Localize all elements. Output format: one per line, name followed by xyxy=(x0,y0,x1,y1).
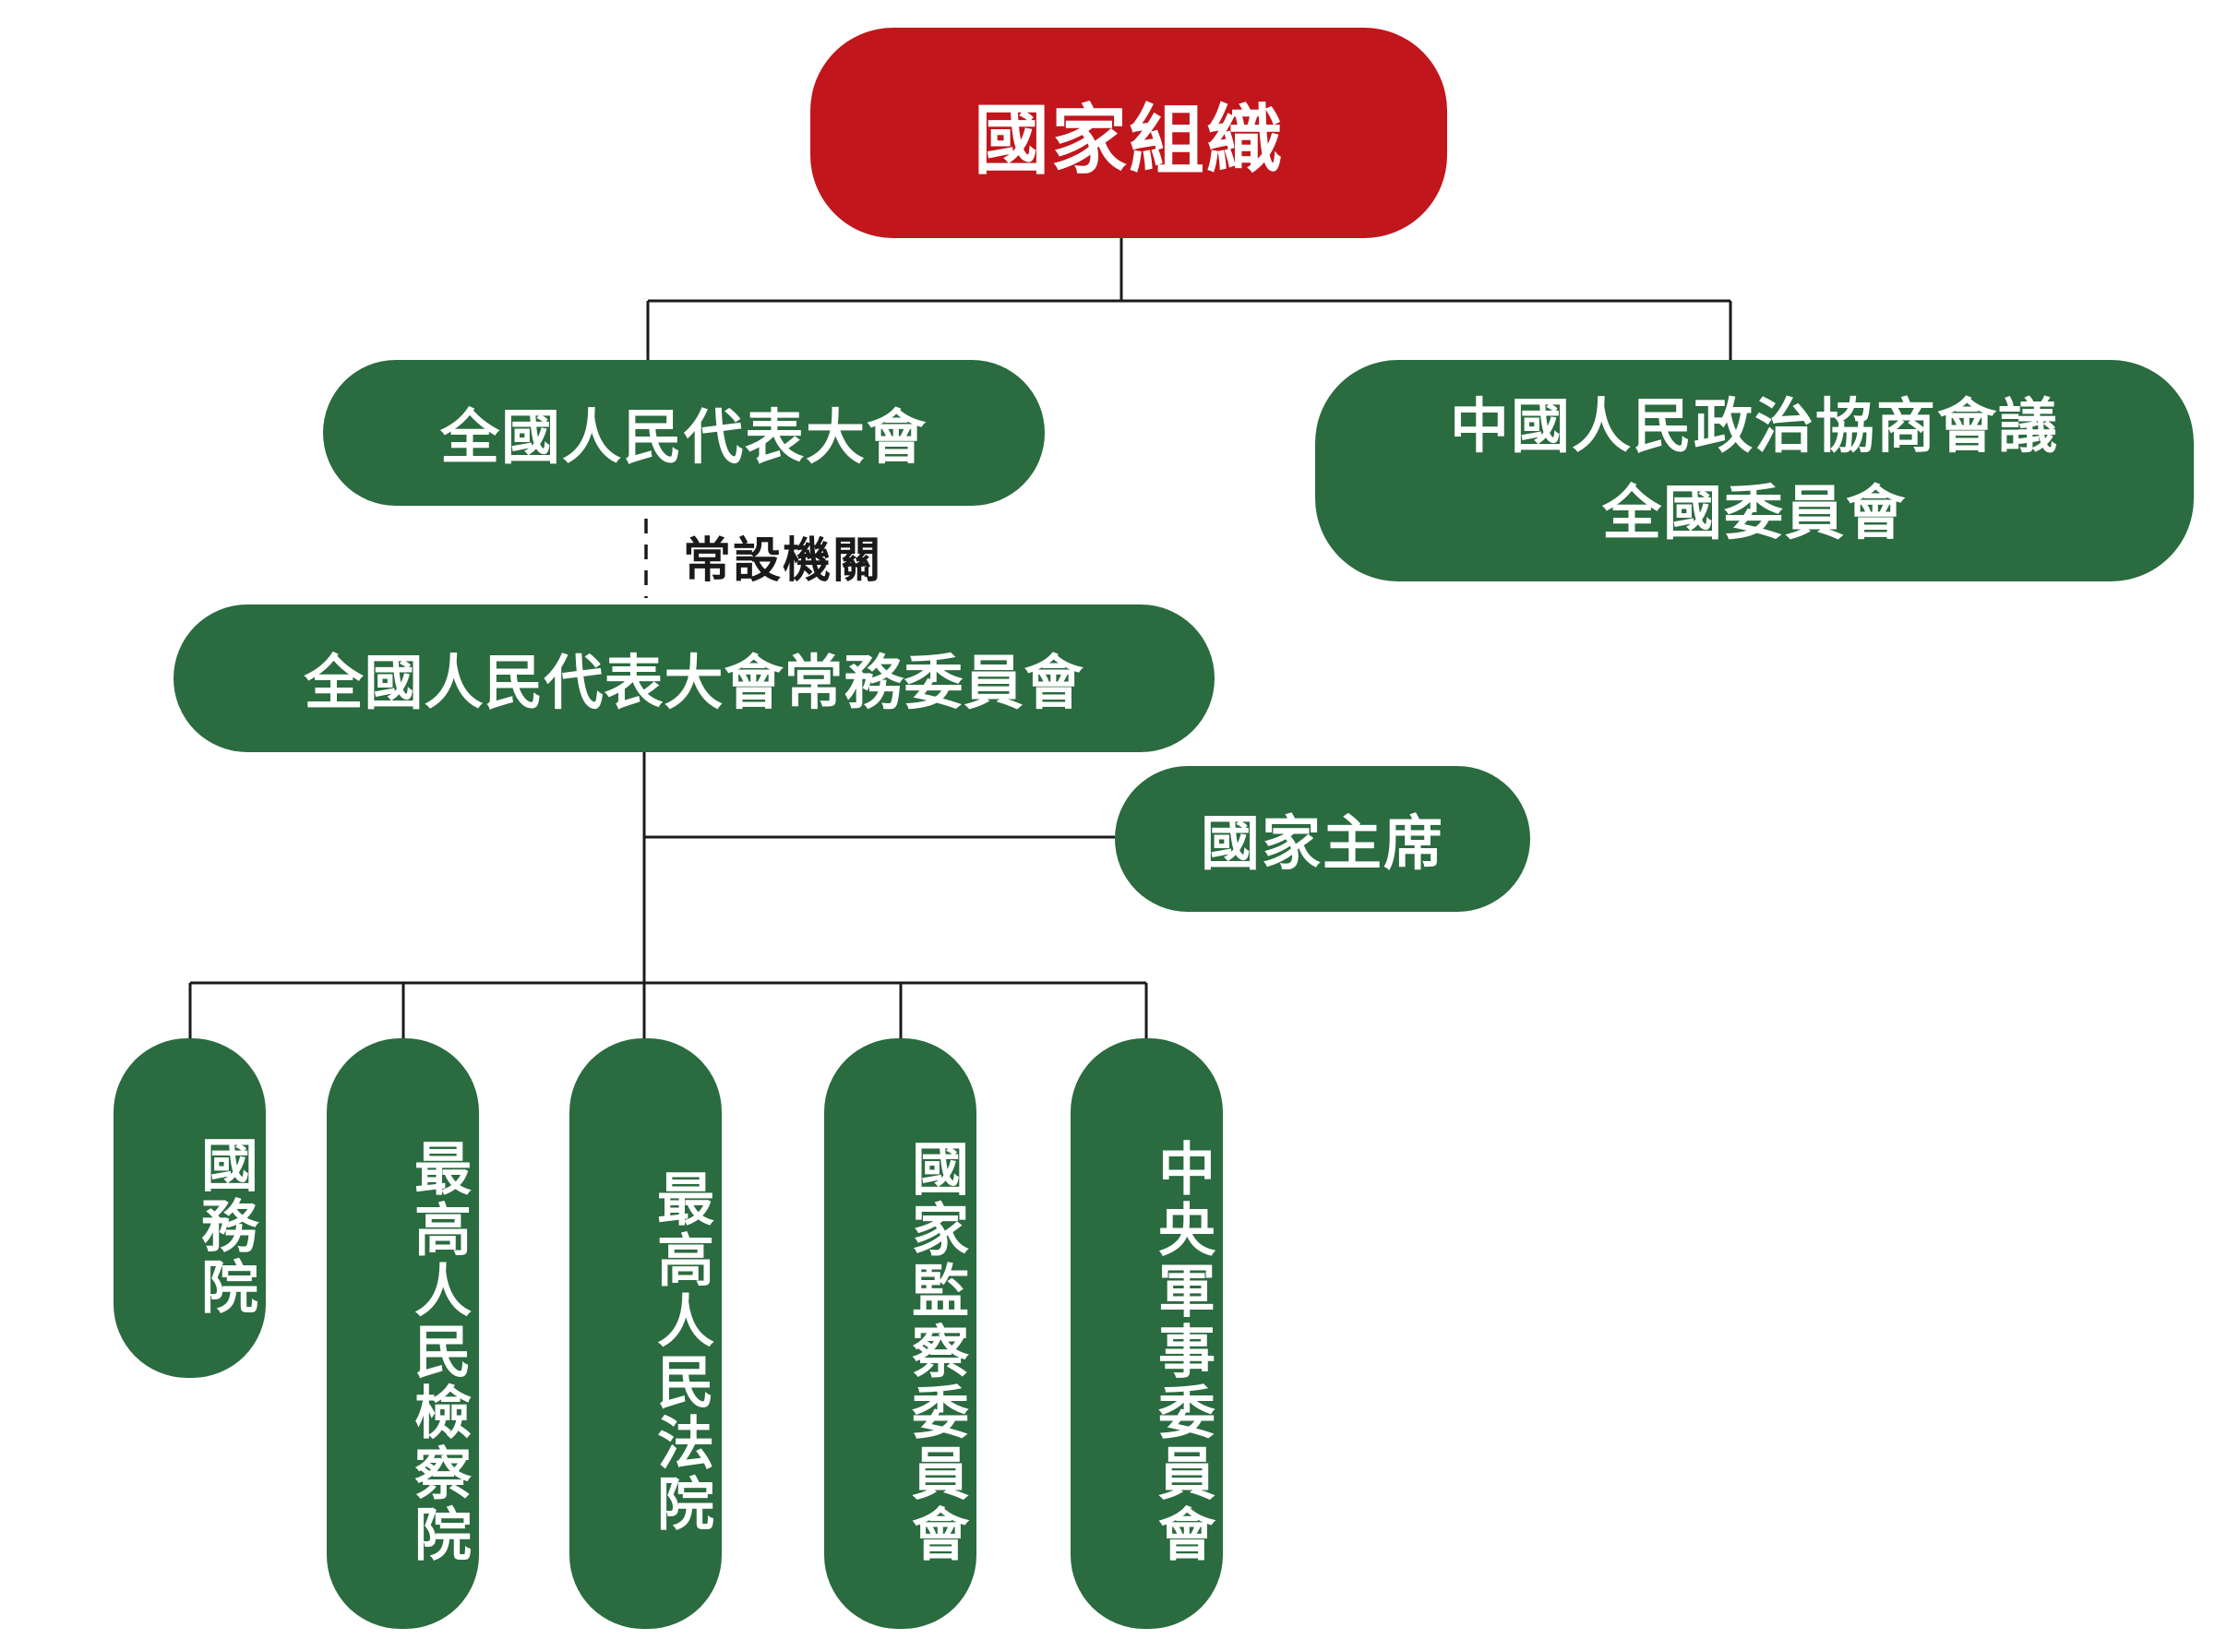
organ-node-supervision-commission: 國家監察委員會 xyxy=(824,1038,976,1629)
organ-node-procuratorate: 最高人民檢察院 xyxy=(327,1038,479,1629)
organ-label-supervision-commission: 國家監察委員會 xyxy=(902,1139,969,1565)
organ-label-military-commission: 中央軍事委員會 xyxy=(1148,1139,1215,1565)
standing-body-label: 常設機關 xyxy=(683,533,883,589)
cppcc-node: 中國人民政治協商會議 全國委員會 xyxy=(1315,360,2194,581)
npc-label: 全國人民代表大會 xyxy=(440,404,928,473)
president-label: 國家主席 xyxy=(1201,810,1444,879)
npc-node: 全國人民代表大會 xyxy=(323,360,1045,506)
organ-label-procuratorate: 最高人民檢察院 xyxy=(404,1139,472,1565)
organ-label-state-council: 國務院 xyxy=(191,1135,258,1318)
organ-label-supreme-court: 最高人民法院 xyxy=(647,1169,714,1535)
root-node: 國家組織 xyxy=(810,28,1447,238)
organ-node-state-council: 國務院 xyxy=(114,1038,266,1378)
president-node: 國家主席 xyxy=(1115,766,1530,912)
cppcc-label-line2: 全國委員會 xyxy=(1602,480,1907,548)
cppcc-label-line1: 中國人民政治協商會議 xyxy=(1450,393,2059,461)
npcsc-node: 全國人民代表大會常務委員會 xyxy=(174,605,1215,752)
organ-node-military-commission: 中央軍事委員會 xyxy=(1071,1038,1223,1629)
organ-node-supreme-court: 最高人民法院 xyxy=(569,1038,722,1629)
root-label: 國家組織 xyxy=(973,96,1284,185)
npcsc-label: 全國人民代表大會常務委員會 xyxy=(304,650,1084,718)
